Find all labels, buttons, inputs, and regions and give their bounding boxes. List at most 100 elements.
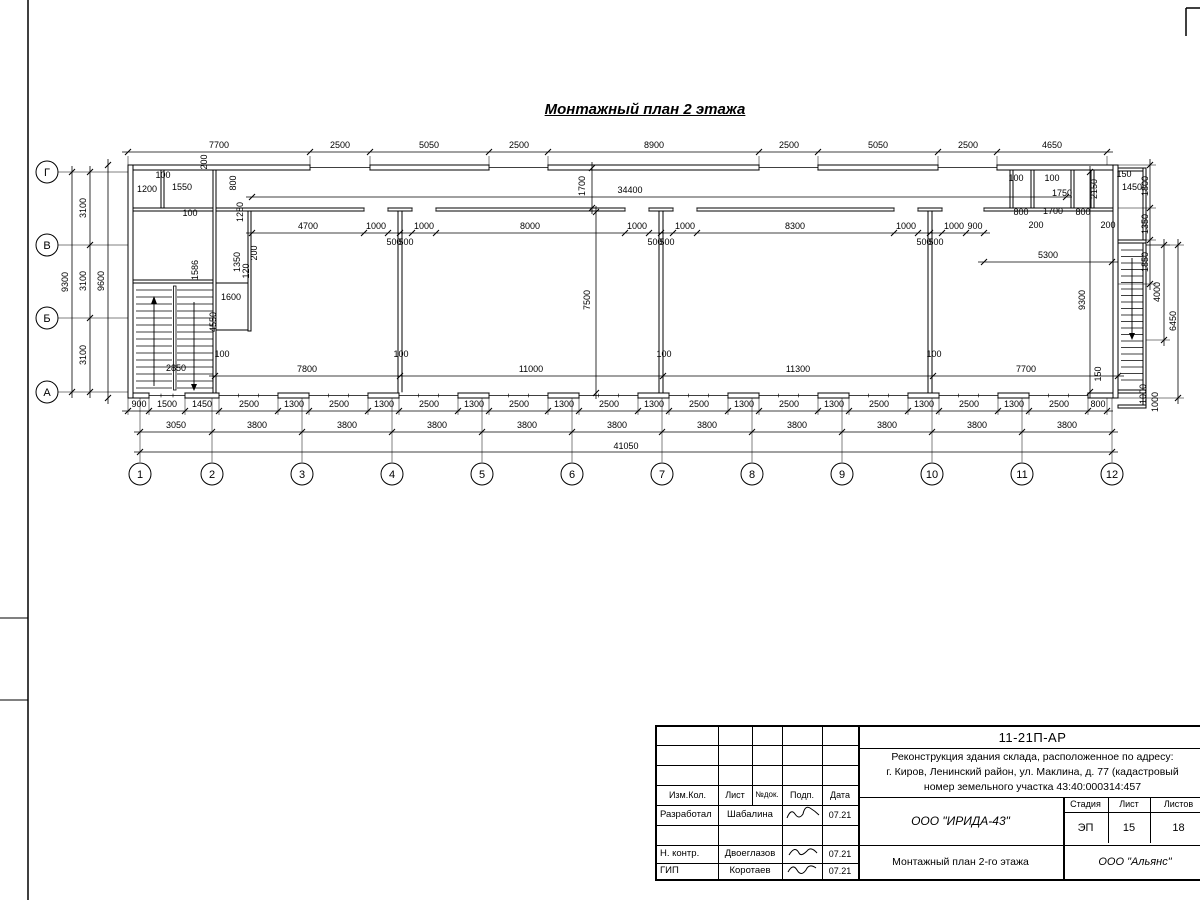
tb-role-gip: ГИП (660, 865, 679, 877)
dim-label: 2500 (958, 140, 978, 150)
dim-label: 900 (131, 399, 146, 409)
dim-label: 5300 (1038, 250, 1058, 260)
axis-letter: А (43, 387, 51, 399)
tb-sheets-total: 18 (1172, 822, 1185, 834)
dim-label: 500 (659, 237, 674, 247)
tb-grid-line (657, 825, 858, 826)
dim-label: 1300 (824, 399, 844, 409)
tb-col-ndoc: №док. (755, 790, 779, 799)
tb-col-data: Дата (830, 789, 850, 800)
tb-grid-line (1150, 797, 1151, 843)
tb-doc-code: 11-21П-АР (998, 730, 1067, 745)
tb-role-ncontrol: Н. контр. (660, 848, 700, 860)
tb-grid-line (657, 765, 858, 766)
dim-label: 2500 (1049, 399, 1069, 409)
tb-col-izm: Изм.Кол. (668, 789, 707, 800)
dim-label: 2150 (1089, 179, 1099, 199)
dim-label: 200 (1100, 220, 1115, 230)
dim-label: 8900 (644, 140, 664, 150)
dim-label: 2500 (959, 399, 979, 409)
dim-label: 1300 (284, 399, 304, 409)
dim-label: 120 (241, 263, 251, 278)
tb-date-gip: 07.21 (828, 865, 852, 876)
axis-bubble-bottom (200, 462, 224, 486)
axis-number: 6 (569, 469, 575, 481)
dim-label: 1000 (627, 221, 647, 231)
dim-label: 7700 (209, 140, 229, 150)
dim-label: 3800 (607, 420, 627, 430)
dim-label: 1586 (190, 260, 200, 280)
axis-letter: В (43, 240, 50, 252)
axis-number: 4 (389, 469, 395, 481)
windows (148, 164, 1089, 399)
axis-bubble-bottom (920, 462, 944, 486)
dim-label: 41050 (613, 441, 638, 451)
dim-label: 9300 (60, 272, 70, 292)
tb-desc-line3: номер земельного участка 43:40:000314:45… (923, 781, 1142, 793)
dim-label: 100 (1044, 173, 1059, 183)
dim-label: 2500 (779, 399, 799, 409)
dim-label: 3800 (517, 420, 537, 430)
dim-label: 100 (214, 349, 229, 359)
tb-grid-line (822, 727, 823, 879)
dim-label: 4650 (1042, 140, 1062, 150)
signature-ncontrol (788, 848, 818, 856)
dim-label: 34400 (617, 185, 642, 195)
axis-bubble-bottom (650, 462, 674, 486)
dim-label: 800 (1013, 207, 1028, 217)
dim-label: 1000 (1138, 384, 1148, 404)
dim-label: 3800 (967, 420, 987, 430)
tb-grid-line (752, 727, 753, 805)
dim-label: 1550 (172, 182, 192, 192)
dim-label: 8300 (785, 221, 805, 231)
dim-label: 1300 (374, 399, 394, 409)
dim-label: 4000 (1152, 282, 1162, 302)
signature-developer (786, 806, 820, 819)
dim-label: 3800 (787, 420, 807, 430)
title-block: 11-21П-АР Реконструкция здания склада, р… (655, 725, 1200, 881)
dim-label: 3800 (247, 420, 267, 430)
dim-label: 500 (398, 237, 413, 247)
axis-number: 12 (1106, 469, 1118, 481)
axis-number: 7 (659, 469, 665, 481)
dim-label: 100 (926, 349, 941, 359)
axis-bubble-bottom (470, 462, 494, 486)
dim-label: 3800 (877, 420, 897, 430)
dim-label: 800 (1090, 399, 1105, 409)
dim-label: 2850 (166, 363, 186, 373)
dim-label: 1450 (1122, 182, 1142, 192)
axis-bubble-bottom (830, 462, 854, 486)
dim-label: 1000 (944, 221, 964, 231)
dim-label: 7500 (582, 290, 592, 310)
dim-label: 100 (182, 208, 197, 218)
dim-label: 200 (1028, 220, 1043, 230)
tb-name-ncontrol: Двоеглазов (724, 848, 776, 860)
dim-label: 2500 (509, 399, 529, 409)
tb-grid-line (657, 845, 1200, 846)
dim-label: 1500 (157, 399, 177, 409)
dim-label: 1350 (1140, 214, 1150, 234)
dim-label: 1300 (554, 399, 574, 409)
dim-label: 1350 (232, 252, 242, 272)
dim-label: 3100 (78, 271, 88, 291)
dim-label: 1450 (192, 399, 212, 409)
signature-gip (787, 865, 817, 874)
dim-label: 3800 (1057, 420, 1077, 430)
dim-label: 3800 (337, 420, 357, 430)
dim-label: 6450 (1168, 311, 1178, 331)
dim-label: 4700 (298, 221, 318, 231)
dim-label: 150 (1116, 169, 1131, 179)
dim-label: 1000 (1150, 392, 1160, 412)
dim-label: 800 (228, 175, 238, 190)
dim-label: 1850 (1140, 252, 1150, 272)
axis-bubble-bottom (380, 462, 404, 486)
tb-org-customer: ООО "Альянс" (1098, 855, 1172, 868)
tb-grid-line (1063, 812, 1200, 813)
dim-label: 8000 (520, 221, 540, 231)
tb-stage-value: ЭП (1077, 822, 1094, 834)
plan-title: Монтажный план 2 этажа (544, 101, 746, 118)
dim-label: 5050 (419, 140, 439, 150)
dim-label: 150 (1093, 366, 1103, 381)
dim-label: 1750 (1052, 188, 1072, 198)
